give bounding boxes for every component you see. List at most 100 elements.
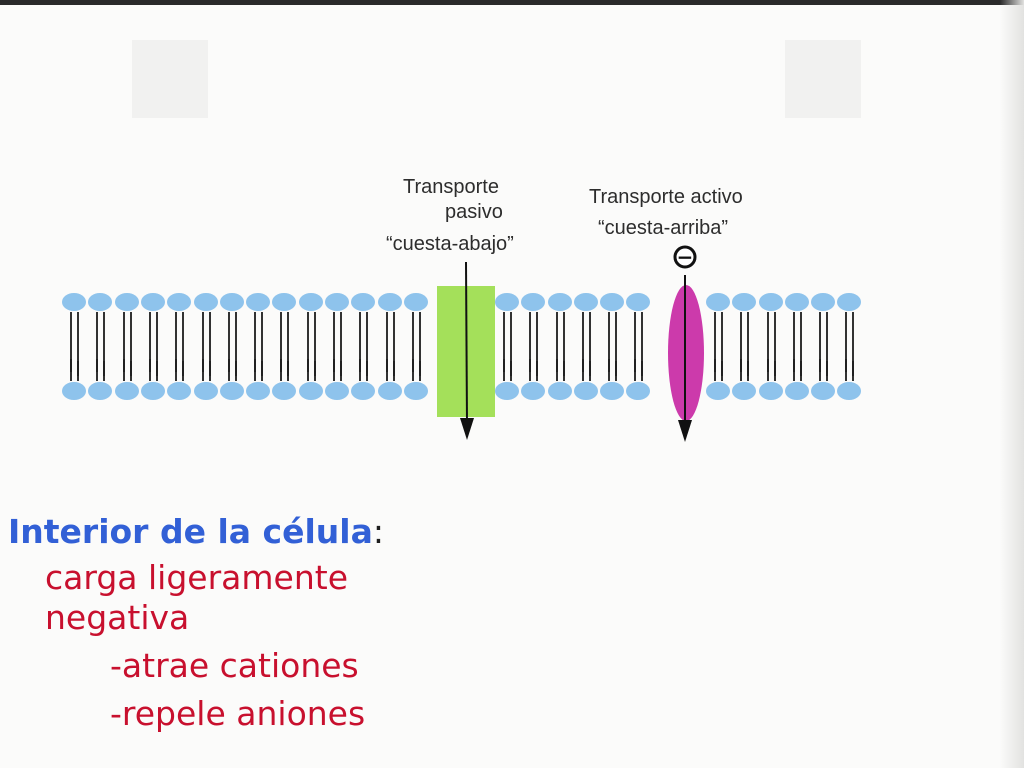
background-patch <box>132 40 208 118</box>
phospholipid-pair <box>837 293 861 400</box>
phospholipid-pair <box>404 293 428 400</box>
lipid-head <box>600 293 624 311</box>
lipid-head <box>759 382 783 400</box>
lipid-head <box>167 293 191 311</box>
lipid-head <box>495 382 519 400</box>
phospholipid-pair <box>785 293 809 400</box>
lipid-head <box>351 293 375 311</box>
phospholipid-pair <box>272 293 296 400</box>
active-transport-title: Transporte activo <box>589 186 743 208</box>
lipid-head <box>837 382 861 400</box>
phospholipid-pair <box>299 293 323 400</box>
lipid-head <box>299 382 323 400</box>
passive-transport-title: Transporte <box>403 176 499 198</box>
phospholipid-pair <box>811 293 835 400</box>
cell-interior-caption: Interior de la célula: carga ligeramente… <box>8 512 708 734</box>
phospholipid-pair <box>62 293 86 400</box>
active-transport-arrowhead-icon <box>678 420 692 442</box>
caption-colon: : <box>372 512 384 551</box>
lipid-head <box>785 293 809 311</box>
lipid-head <box>521 382 545 400</box>
lipid-head <box>732 382 756 400</box>
lipid-head <box>141 382 165 400</box>
passive-transport-title-2: pasivo <box>445 201 503 223</box>
charge-symbol-text: − <box>677 245 694 269</box>
lipid-head <box>62 293 86 311</box>
lipid-head <box>811 382 835 400</box>
membrane-diagram: − Transporte pasivo “cuesta-abajo” Trans… <box>62 176 861 442</box>
lipid-head <box>378 293 402 311</box>
caption-charge-description: carga ligeramente negativa <box>45 558 348 637</box>
lipid-head <box>574 382 598 400</box>
lipid-head <box>378 382 402 400</box>
phospholipid-pair <box>706 293 730 400</box>
lipid-head <box>246 293 270 311</box>
phospholipid-pair <box>167 293 191 400</box>
lipid-head <box>495 293 519 311</box>
lipid-head <box>600 382 624 400</box>
lipid-head <box>626 382 650 400</box>
lipid-head <box>167 382 191 400</box>
phospholipid-pair <box>220 293 244 400</box>
negative-charge-icon: − <box>673 245 697 269</box>
phospholipid-pair <box>115 293 139 400</box>
passive-transport-arrow-shaft <box>465 261 468 425</box>
lipid-head <box>115 293 139 311</box>
phospholipid-pair <box>194 293 218 400</box>
lipid-head <box>141 293 165 311</box>
lipid-head <box>404 293 428 311</box>
active-transport-subtitle: “cuesta-arriba” <box>598 217 728 239</box>
caption-heading: Interior de la célula <box>8 512 373 551</box>
lipid-head <box>548 293 572 311</box>
lipid-head <box>194 293 218 311</box>
phospholipid-pair <box>88 293 112 400</box>
passive-transport-subtitle: “cuesta-abajo” <box>386 233 514 255</box>
caption-attracts-cations: -atrae cationes <box>110 646 359 685</box>
lipid-head <box>246 382 270 400</box>
phospholipid-pair <box>246 293 270 400</box>
phospholipid-pair <box>548 293 572 400</box>
phospholipid-pair <box>325 293 349 400</box>
lipid-head <box>706 293 730 311</box>
lipid-head <box>626 293 650 311</box>
lipid-head <box>62 382 86 400</box>
lipid-head <box>194 382 218 400</box>
lipid-head <box>351 382 375 400</box>
lipid-head <box>548 382 572 400</box>
phospholipid-pair <box>378 293 402 400</box>
page-edge-shadow <box>1000 0 1024 768</box>
phospholipid-pair <box>600 293 624 400</box>
lipid-head <box>272 382 296 400</box>
phospholipid-pair <box>759 293 783 400</box>
phospholipid-pair <box>626 293 650 400</box>
caption-heading-row: Interior de la célula: <box>8 512 708 552</box>
lipid-head <box>299 293 323 311</box>
passive-transport-arrowhead-icon <box>460 418 474 440</box>
phospholipid-pair <box>351 293 375 400</box>
lipid-head <box>88 293 112 311</box>
lipid-head <box>732 293 756 311</box>
lipid-head <box>220 293 244 311</box>
phospholipid-pair <box>141 293 165 400</box>
lipid-head <box>811 293 835 311</box>
lipid-head <box>325 293 349 311</box>
background-patch <box>785 40 861 118</box>
lipid-head <box>220 382 244 400</box>
lipid-head <box>837 293 861 311</box>
lipid-bilayer <box>62 293 861 400</box>
lipid-head <box>115 382 139 400</box>
lipid-head <box>88 382 112 400</box>
lipid-head <box>325 382 349 400</box>
lipid-head <box>759 293 783 311</box>
lipid-head <box>521 293 545 311</box>
lipid-head <box>574 293 598 311</box>
top-border <box>0 0 1024 5</box>
phospholipid-pair <box>495 293 519 400</box>
phospholipid-pair <box>732 293 756 400</box>
phospholipid-pair <box>574 293 598 400</box>
lipid-head <box>785 382 809 400</box>
lipid-head <box>272 293 296 311</box>
caption-repels-anions: -repele aniones <box>110 694 366 733</box>
phospholipid-pair <box>521 293 545 400</box>
lipid-head <box>404 382 428 400</box>
